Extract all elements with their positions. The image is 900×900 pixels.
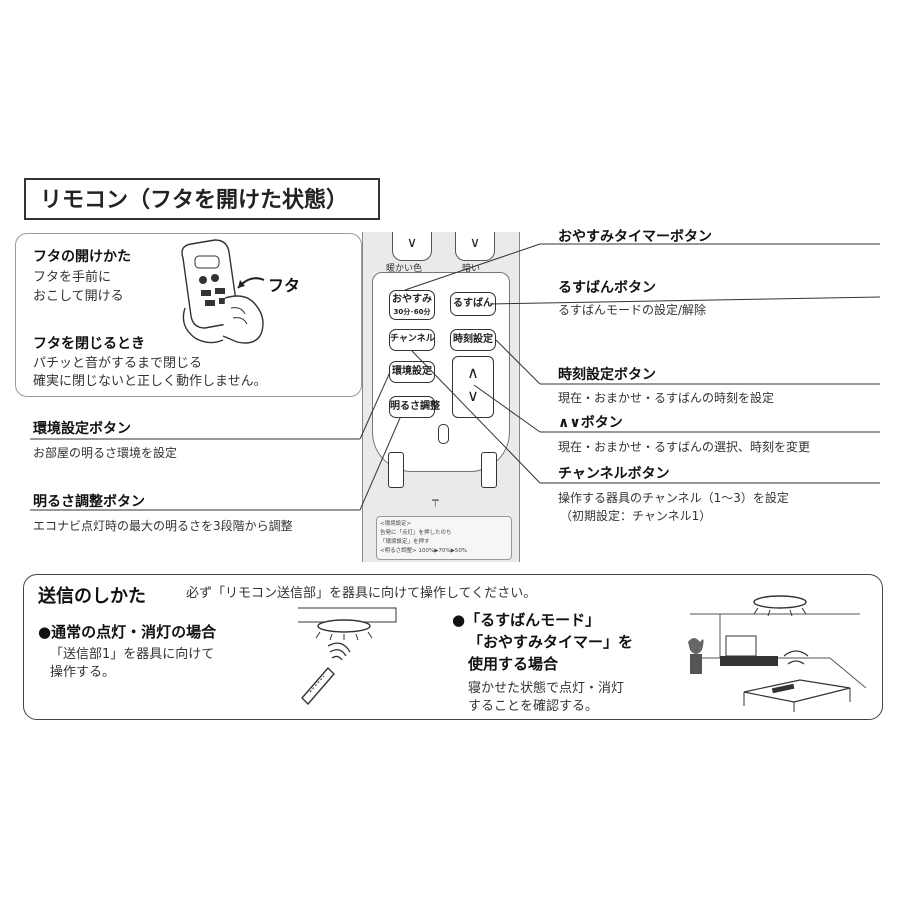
time-setting-callout-desc: 現在・おまかせ・るすばんの時刻を設定 xyxy=(558,391,775,405)
panel-note-2: 告発に「点灯」を押したのち xyxy=(380,530,452,536)
lid-hinge-left xyxy=(388,452,404,488)
oyasumi-timer-button[interactable]: おやすみ 30分･60分 xyxy=(389,290,435,320)
lid-close-line-2: 確実に閉じないと正しく動作しません。 xyxy=(33,374,267,389)
environment-callout-title: 環境設定ボタン xyxy=(33,421,131,437)
rusuban-callout-desc: るすばんモードの設定/解除 xyxy=(558,303,707,317)
mode-heading-line-1: ●「るすばんモード」 xyxy=(452,611,601,629)
room-with-remote-on-table-illustration xyxy=(688,595,867,712)
channel-callout-title: チャンネルボタン xyxy=(558,466,670,482)
environment-setting-button-label: 環境設定 xyxy=(392,366,432,377)
dimmer-button[interactable]: ∨ xyxy=(455,232,495,261)
lid-hinge-right xyxy=(481,452,497,488)
panel-note-1: <環境設定> xyxy=(380,521,412,527)
chevron-down-icon: ∨ xyxy=(469,235,481,251)
brightness-callout-desc: エコナビ点灯時の最大の明るさを3段階から調整 xyxy=(33,519,293,533)
up-down-callout-desc: 現在・おまかせ・るすばんの選択、時刻を変更 xyxy=(558,440,811,454)
channel-callout-desc-1: 操作する器具のチャンネル（1〜3）を設定 xyxy=(558,491,789,505)
slot-icon xyxy=(438,424,449,444)
environment-callout-desc: お部屋の明るさ環境を設定 xyxy=(33,446,178,460)
mode-line-1: 寝かせた状態で点灯・消灯 xyxy=(468,681,625,696)
screw-icon: ┯ xyxy=(432,494,439,507)
remote-panel-notes: <環境設定> 告発に「点灯」を押したのち 「環境設定」を押す <明るさ調整> 1… xyxy=(376,516,512,560)
lid-close-line-1: パチッと音がするまで閉じる xyxy=(33,356,203,371)
sending-note: 必ず「リモコン送信部」を器具に向けて操作してください。 xyxy=(186,586,537,601)
time-setting-button[interactable]: 時刻設定 xyxy=(450,329,496,351)
channel-callout-desc-2: （初期設定：チャンネル1） xyxy=(560,509,712,523)
hand-opening-lid-illustration xyxy=(181,239,264,344)
chevron-down-icon: ∨ xyxy=(406,235,418,251)
mode-heading-line-2: 「おやすみタイマー」を xyxy=(468,633,634,651)
warm-color-button[interactable]: ∨ xyxy=(392,232,432,261)
sending-title: 送信のしかた xyxy=(38,586,146,607)
lid-open-heading: フタの開けかた xyxy=(33,249,131,265)
lid-arrow-icon xyxy=(237,277,265,289)
page-title: リモコン（フタを開けた状態） xyxy=(24,178,380,220)
panel-note-4: <明るさ調整> 100%▶70%▶50% xyxy=(380,548,468,554)
remote-pointing-at-ceiling-light-illustration xyxy=(298,607,397,706)
up-down-callout-title: ∧∨ボタン xyxy=(558,415,623,431)
lid-open-line-1: フタを手前に xyxy=(33,270,112,285)
normal-mode-line-2: 操作する。 xyxy=(50,665,116,680)
lid-open-line-2: おこして開ける xyxy=(33,289,124,304)
dim-label: 暗い xyxy=(462,264,481,274)
mode-heading-line-3: 使用する場合 xyxy=(468,655,559,673)
brightness-callout-title: 明るさ調整ボタン xyxy=(33,494,145,510)
oyasumi-callout-title: おやすみタイマーボタン xyxy=(558,229,712,245)
environment-setting-button[interactable]: 環境設定 xyxy=(389,361,435,383)
sending-instructions-panel xyxy=(23,574,883,720)
rusuban-callout-title: るすばんボタン xyxy=(558,280,656,296)
lid-close-heading: フタを閉じるとき xyxy=(33,336,145,352)
warm-color-label: 暖かい色 xyxy=(386,264,423,274)
time-setting-button-label: 時刻設定 xyxy=(453,334,493,345)
panel-note-3: 「環境設定」を押す xyxy=(380,539,430,545)
arrow-up-icon: ∧ xyxy=(467,363,479,382)
oyasumi-button-label: おやすみ xyxy=(392,294,432,305)
mode-line-2: することを確認する。 xyxy=(468,699,599,714)
brightness-adjust-button-label: 明るさ調整 xyxy=(390,401,440,412)
rusuban-button[interactable]: るすばん xyxy=(450,292,496,316)
arrow-down-icon: ∨ xyxy=(467,386,479,405)
brightness-adjust-button[interactable]: 明るさ調整 xyxy=(389,396,440,418)
lid-label: フタ xyxy=(268,276,301,295)
channel-button[interactable]: チャンネル xyxy=(389,329,435,351)
normal-mode-line-1: 「送信部1」を器具に向けて xyxy=(50,647,215,662)
rusuban-button-label: るすばん xyxy=(453,298,493,309)
up-down-buttons[interactable]: ∧ ∨ xyxy=(452,356,494,418)
channel-button-label: チャンネル xyxy=(390,334,435,344)
time-setting-callout-title: 時刻設定ボタン xyxy=(558,367,656,383)
oyasumi-button-sublabel: 30分･60分 xyxy=(393,308,431,316)
normal-mode-heading: ●通常の点灯・消灯の場合 xyxy=(38,623,217,641)
